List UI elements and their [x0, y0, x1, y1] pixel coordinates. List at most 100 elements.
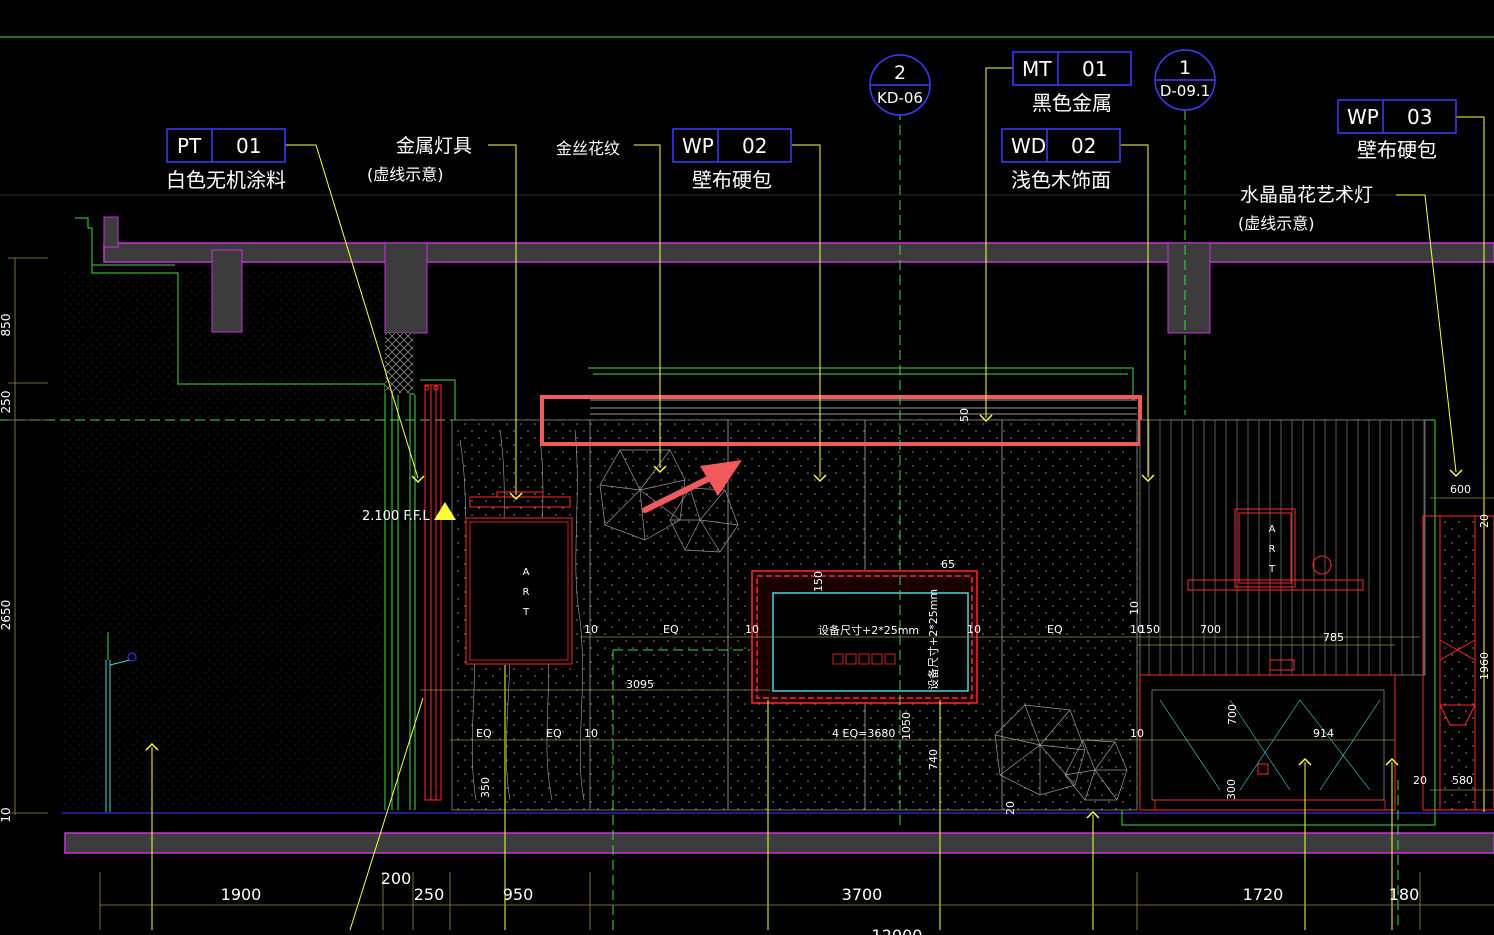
art-left-t: T	[522, 607, 530, 618]
dim-785: 785	[1323, 631, 1344, 644]
dim-10a: 10	[584, 623, 598, 636]
tag-wp02-box	[672, 128, 792, 163]
tag-wp02-desc: 壁布硬包	[692, 168, 772, 192]
dim-eq1: EQ	[663, 623, 679, 636]
section-kd06-ref: KD-06	[877, 89, 923, 107]
dim-10e: 10	[584, 727, 598, 740]
dim-bottom-950: 950	[503, 885, 534, 904]
dim-left-2650: 2650	[0, 600, 13, 631]
dim-left-250: 250	[0, 391, 13, 414]
right-panel	[1439, 515, 1476, 811]
tag-wd02-box	[1001, 128, 1121, 163]
section-d091-ref: D-09.1	[1160, 82, 1210, 100]
dim-700b: 700	[1226, 704, 1239, 725]
tag-wp02-num: 02	[742, 134, 767, 158]
dim-bottom-1720: 1720	[1243, 885, 1284, 904]
dim-bottom-1900: 1900	[221, 885, 262, 904]
dim-20a: 20	[1004, 801, 1017, 815]
art-left-r: R	[523, 587, 530, 598]
tag-pt01-desc: 白色无机涂料	[166, 168, 286, 192]
dim-10g: 10	[1128, 601, 1141, 615]
art-left-a: A	[523, 567, 530, 578]
tag-pt01-code: PT	[177, 134, 202, 158]
tag-wp03-desc: 壁布硬包	[1357, 138, 1437, 162]
tag-mt01-num: 01	[1082, 57, 1107, 81]
column-hatch	[385, 333, 413, 393]
tag-wp03-box	[1337, 99, 1457, 134]
level-triangle	[434, 502, 456, 520]
equip-label-v: 设备尺寸+2*25mm	[926, 589, 940, 690]
section-marker-d091	[1154, 49, 1216, 111]
note-gold-pattern: 金丝花纹	[556, 139, 620, 158]
art-right-r: R	[1269, 544, 1276, 555]
dim-left-850: 850	[0, 314, 13, 337]
dim-580: 580	[1452, 774, 1473, 787]
tag-pt01-num: 01	[236, 134, 261, 158]
tag-mt01-box	[1012, 51, 1132, 86]
dim-bottom-180: 180	[1389, 885, 1420, 904]
dim-1960: 1960	[1478, 652, 1491, 680]
highlight-arrow	[642, 460, 742, 513]
dim-bottom-3700: 3700	[842, 885, 883, 904]
dim-left-10: 10	[0, 807, 13, 822]
tag-wp03-num: 03	[1407, 105, 1432, 129]
equip-label-h: 设备尺寸+2*25mm	[818, 623, 919, 637]
dim-300: 300	[1225, 779, 1238, 800]
tag-mt01-desc: 黑色金属	[1032, 91, 1112, 115]
dim-bottom-200: 200	[381, 869, 412, 888]
section-d091-num: 1	[1179, 57, 1191, 79]
left-wall-hatch	[62, 270, 387, 810]
dim-65: 65	[941, 558, 955, 571]
ceiling-beam	[103, 216, 1494, 334]
dim-10c: 10	[967, 623, 981, 636]
tag-mt01-code: MT	[1022, 57, 1052, 81]
art-frame-right	[1187, 508, 1364, 591]
art-right-t: T	[1268, 564, 1276, 575]
note-dashed-1: (虚线示意)	[367, 165, 444, 184]
dim-740: 740	[927, 749, 940, 770]
leaders	[151, 67, 1485, 931]
art-frame-left	[465, 491, 573, 665]
tag-wp03-code: WP	[1347, 105, 1379, 129]
dim-eq4: EQ	[546, 727, 562, 740]
dim-600: 600	[1450, 483, 1471, 496]
dim-20c: 20	[1413, 774, 1427, 787]
dim-700: 700	[1200, 623, 1221, 636]
gold-pattern	[599, 449, 1128, 801]
cabinet-right	[1139, 659, 1396, 811]
dim-150: 150	[1139, 623, 1160, 636]
tag-pt01-box	[166, 128, 286, 163]
tag-wd02-desc: 浅色木饰面	[1011, 168, 1111, 192]
dim-150b: 150	[812, 571, 825, 592]
dim-10d: 10	[1130, 623, 1144, 636]
dim-914: 914	[1313, 727, 1334, 740]
note-metal-lamp: 金属灯具	[396, 135, 472, 157]
tag-wp02-code: WP	[682, 134, 714, 158]
top-strip	[590, 399, 1137, 415]
section-kd06-num: 2	[894, 62, 906, 84]
wall-lamp	[424, 384, 442, 801]
wd02-slats	[1139, 419, 1426, 676]
floor-lamp	[105, 632, 137, 812]
tag-wd02-code: WD	[1011, 134, 1046, 158]
dim-50: 50	[958, 408, 971, 422]
tag-wd02-num: 02	[1071, 134, 1096, 158]
note-crystal-lamp: 水晶晶花艺术灯	[1240, 184, 1373, 206]
dim-eq3: EQ	[476, 727, 492, 740]
ceiling-profile	[0, 217, 1436, 826]
dim-1050: 1050	[900, 712, 913, 740]
dim-bottom-12000: 12000	[872, 926, 923, 935]
art-right-a: A	[1269, 524, 1276, 535]
dimension-lines	[8, 257, 1494, 930]
dim-bottom-250: 250	[414, 885, 445, 904]
note-dashed-2: (虚线示意)	[1238, 214, 1315, 233]
section-marker-kd06	[869, 54, 931, 116]
floor-slab	[64, 832, 1494, 854]
dim-3095: 3095	[626, 678, 654, 691]
dim-10b: 10	[745, 623, 759, 636]
level-mark: 2.100 F.F.L	[362, 509, 430, 524]
dim-eq2: EQ	[1047, 623, 1063, 636]
dim-350: 350	[479, 777, 492, 798]
dim-10f: 10	[1130, 727, 1144, 740]
